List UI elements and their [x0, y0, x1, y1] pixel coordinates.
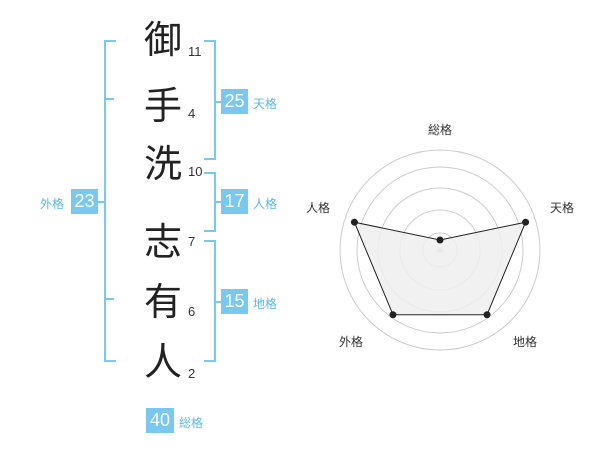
- stroke-count-5: 6: [188, 304, 196, 319]
- radar-label-gaikaku: 外格: [339, 334, 363, 349]
- gaikaku-bracket-tick-top: [106, 98, 114, 100]
- name-char-3: 洗: [143, 142, 182, 186]
- radar-shape: [353, 221, 527, 316]
- radar-label-tenkaku: 天格: [550, 200, 574, 215]
- jinkaku-bracket: [204, 172, 216, 232]
- radar-label-soukaku: 総格: [428, 122, 452, 137]
- radar-point-chikaku: [483, 311, 491, 319]
- radar-point-tenkaku: [522, 218, 530, 226]
- radar-point-soukaku: [436, 236, 444, 244]
- soukaku-value-badge: 40: [146, 408, 174, 433]
- radar-label-chikaku: 地格: [513, 334, 537, 349]
- chikaku-value-badge: 15: [221, 289, 248, 314]
- jinkaku-label: 人格: [253, 197, 278, 211]
- gaikaku-bracket: [104, 40, 116, 362]
- chikaku-connector: [216, 301, 221, 303]
- stroke-count-2: 4: [188, 106, 196, 121]
- stroke-count-1: 11: [188, 44, 202, 59]
- stroke-count-3: 10: [188, 164, 203, 179]
- radar-point-gaikaku: [389, 311, 397, 319]
- jinkaku-connector: [216, 201, 221, 203]
- tenkaku-value-badge: 25: [221, 89, 248, 114]
- stroke-count-6: 2: [188, 366, 196, 381]
- radar-label-jinkaku: 人格: [306, 200, 330, 215]
- tenkaku-label: 天格: [253, 97, 278, 111]
- tenkaku-connector: [216, 101, 221, 103]
- tenkaku-bracket: [204, 40, 216, 160]
- name-char-1: 御: [143, 18, 182, 62]
- stroke-count-4: 7: [188, 234, 196, 249]
- gaikaku-label: 外格: [40, 197, 65, 211]
- gaikaku-connector: [98, 201, 104, 203]
- radar-ring-5: [339, 149, 541, 351]
- jinkaku-value-badge: 17: [221, 189, 248, 214]
- name-char-6: 人: [143, 340, 182, 384]
- radar-point-jinkaku: [350, 218, 358, 226]
- name-char-2: 手: [143, 84, 182, 128]
- chikaku-bracket: [204, 240, 216, 362]
- gaikaku-value-badge: 23: [71, 189, 98, 214]
- chikaku-label: 地格: [253, 297, 278, 311]
- name-char-5: 有: [143, 280, 182, 324]
- soukaku-label: 総格: [179, 416, 204, 430]
- gaikaku-bracket-tick-bottom: [106, 298, 114, 300]
- radar-ring-4: [356, 166, 524, 334]
- name-char-4: 志: [143, 220, 182, 264]
